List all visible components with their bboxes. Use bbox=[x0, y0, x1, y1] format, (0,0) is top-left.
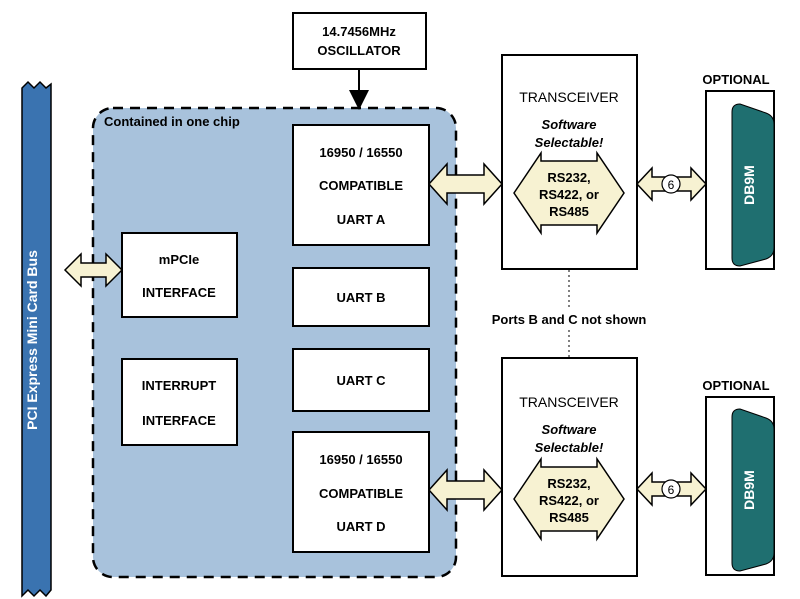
transceiver-1-title: TRANSCEIVER bbox=[519, 89, 619, 105]
transceiver-2-std2: RS422, or bbox=[539, 493, 599, 508]
uart-a-line3: UART A bbox=[337, 212, 386, 227]
transceiver-2: TRANSCEIVER Software Selectable! RS232, … bbox=[501, 357, 638, 577]
chip-label: Contained in one chip bbox=[104, 114, 240, 129]
line-count-1: 6 bbox=[668, 178, 675, 192]
uart-a-line2: COMPATIBLE bbox=[319, 178, 403, 193]
transceiver-1-selector bbox=[513, 150, 625, 236]
transceiver-2-title: TRANSCEIVER bbox=[519, 394, 619, 410]
transceiver-2-selector bbox=[513, 456, 625, 542]
line-count-2-circle bbox=[661, 479, 681, 499]
uart-b-label: UART B bbox=[336, 290, 385, 305]
db9-connector-2: OPTIONAL DB9M bbox=[702, 378, 775, 576]
uart-d-line3: UART D bbox=[336, 519, 385, 534]
uart-d-line2: COMPATIBLE bbox=[319, 486, 403, 501]
uart-a-block: 16950 / 16550 COMPATIBLE UART A bbox=[292, 124, 430, 246]
transceiver-1-italic1: Software bbox=[542, 117, 597, 132]
db9-2-label: DB9M bbox=[741, 470, 757, 510]
oscillator-freq: 14.7456MHz bbox=[322, 24, 396, 39]
oscillator-block: 14.7456MHz OSCILLATOR bbox=[292, 12, 427, 110]
optional-label-2: OPTIONAL bbox=[702, 378, 769, 393]
uart-a-line1: 16950 / 16550 bbox=[319, 145, 402, 160]
db9-connector-1-shape bbox=[731, 103, 775, 267]
pcie-bus-bar bbox=[21, 80, 52, 598]
pcie-bus: PCI Express Mini Card Bus bbox=[21, 80, 52, 598]
interrupt-label: INTERRUPT bbox=[142, 378, 216, 393]
transceiver-2-italic1: Software bbox=[542, 422, 597, 437]
db9-connector-1: OPTIONAL DB9M bbox=[702, 72, 775, 270]
uart-c-label: UART C bbox=[336, 373, 386, 388]
uart-c-block: UART C bbox=[292, 348, 430, 412]
connector-2-link: 6 bbox=[635, 471, 708, 507]
bus-mpcie-arrow bbox=[63, 252, 124, 288]
transceiver-2-std3: RS485 bbox=[549, 510, 589, 525]
transceiver-1: TRANSCEIVER Software Selectable! RS232, … bbox=[501, 54, 638, 270]
ports-note: Ports B and C not shown bbox=[492, 312, 647, 327]
line-count-2: 6 bbox=[668, 483, 675, 497]
transceiver-1-std2: RS422, or bbox=[539, 187, 599, 202]
optional-label-1: OPTIONAL bbox=[702, 72, 769, 87]
db9-connector-2-shape bbox=[731, 408, 775, 572]
mpcie-interface-label: INTERFACE bbox=[142, 285, 216, 300]
connector-1-link: 6 bbox=[635, 166, 708, 202]
interrupt-interface-block: INTERRUPT INTERFACE bbox=[121, 358, 238, 446]
uart-b-block: UART B bbox=[292, 267, 430, 327]
transceiver-1-std1: RS232, bbox=[547, 170, 590, 185]
mpcie-label: mPCIe bbox=[159, 252, 199, 267]
transceiver-2-std1: RS232, bbox=[547, 476, 590, 491]
transceiver-1-italic2: Selectable! bbox=[535, 135, 604, 150]
oscillator-label: OSCILLATOR bbox=[317, 43, 401, 58]
pcie-bus-label: PCI Express Mini Card Bus bbox=[24, 250, 40, 430]
transceiver-2-italic2: Selectable! bbox=[535, 440, 604, 455]
transceiver-1-std3: RS485 bbox=[549, 204, 589, 219]
line-count-1-circle bbox=[661, 174, 681, 194]
db9-1-label: DB9M bbox=[741, 165, 757, 205]
uart-d-line1: 16950 / 16550 bbox=[319, 452, 402, 467]
mpcie-interface-block: mPCIe INTERFACE bbox=[121, 232, 238, 318]
uart-d-block: 16950 / 16550 COMPATIBLE UART D bbox=[292, 431, 430, 553]
interrupt-interface-label: INTERFACE bbox=[142, 413, 216, 428]
